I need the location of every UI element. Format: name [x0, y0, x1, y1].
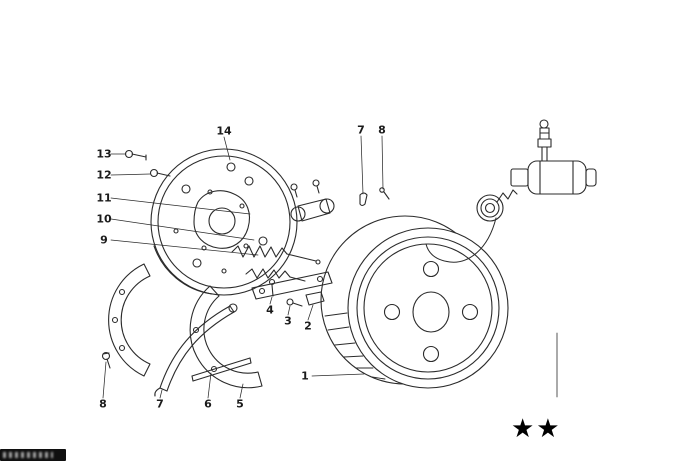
- callout-8-bottom: 8: [99, 397, 107, 411]
- callout-4: 4: [266, 303, 274, 317]
- watermark: [0, 449, 66, 461]
- callout-9: 9: [100, 233, 108, 247]
- callout-7-top: 7: [357, 123, 365, 137]
- backing-plate: [150, 148, 298, 296]
- wheel-cylinder: [476, 119, 597, 222]
- drum-hatching: [324, 312, 386, 380]
- brake-pipe: [425, 217, 497, 263]
- callout-6: 6: [204, 397, 212, 411]
- bolt-12: [149, 168, 171, 178]
- handbrake-lever: [154, 303, 238, 397]
- leader-lines: [102, 135, 384, 399]
- callout-3: 3: [284, 314, 292, 328]
- clip-7: [359, 192, 368, 207]
- callout-11: 11: [96, 191, 112, 205]
- callout-12: 12: [96, 168, 112, 182]
- brake-shoe-outer: [189, 285, 263, 389]
- return-spring-upper: [231, 245, 321, 265]
- plate-wheel-cylinder: [290, 179, 335, 222]
- star-marks: ★★: [511, 414, 562, 444]
- callout-7-bottom: 7: [156, 397, 164, 411]
- bracket-2: [305, 291, 325, 306]
- callout-10: 10: [96, 212, 112, 226]
- brake-drum: [320, 215, 509, 389]
- return-spring-lower: [245, 268, 306, 282]
- support-bracket: [251, 271, 333, 300]
- pin-4: [268, 278, 276, 297]
- screw-8-bottom: [101, 351, 111, 369]
- callout-14: 14: [216, 124, 232, 138]
- bolt-13: [124, 149, 147, 161]
- callout-1: 1: [301, 369, 309, 383]
- brake-shoe-inner: [108, 263, 151, 377]
- bolt-3: [286, 298, 303, 307]
- callout-2: 2: [304, 319, 312, 333]
- callout-5: 5: [236, 397, 244, 411]
- shoe-strut: [191, 357, 252, 382]
- callout-13: 13: [96, 147, 112, 161]
- screw-8-top: [379, 187, 390, 200]
- callout-8-top: 8: [378, 123, 386, 137]
